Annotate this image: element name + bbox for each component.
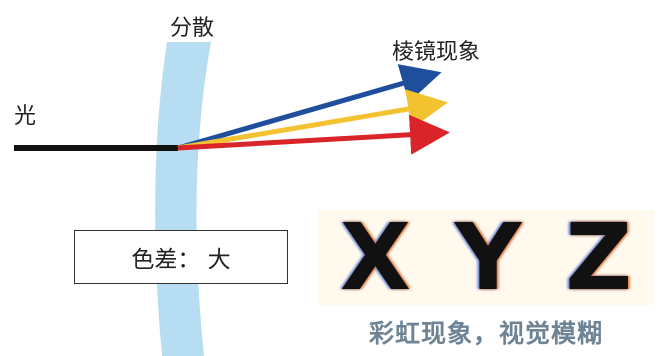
- lens-shape: [155, 42, 211, 356]
- prism-phenomenon-label: 棱镜现象: [392, 40, 481, 65]
- rainbow-blur-caption: 彩虹现象，视觉模糊: [368, 319, 603, 348]
- dispersion-label: 分散: [170, 16, 215, 41]
- blurred-letter: Z: [565, 210, 633, 305]
- light-label: 光: [14, 104, 37, 129]
- chromatic-aberration-label: 色差： 大: [131, 247, 231, 273]
- blurred-text-sample: X Y Z: [318, 210, 654, 305]
- red-ray: [177, 114, 450, 155]
- blurred-letter: X: [339, 210, 411, 305]
- blue-ray: [177, 64, 442, 151]
- blurred-letter: Y: [454, 210, 522, 305]
- yellow-ray: [177, 89, 448, 151]
- chromatic-aberration-box: 色差： 大: [74, 230, 288, 284]
